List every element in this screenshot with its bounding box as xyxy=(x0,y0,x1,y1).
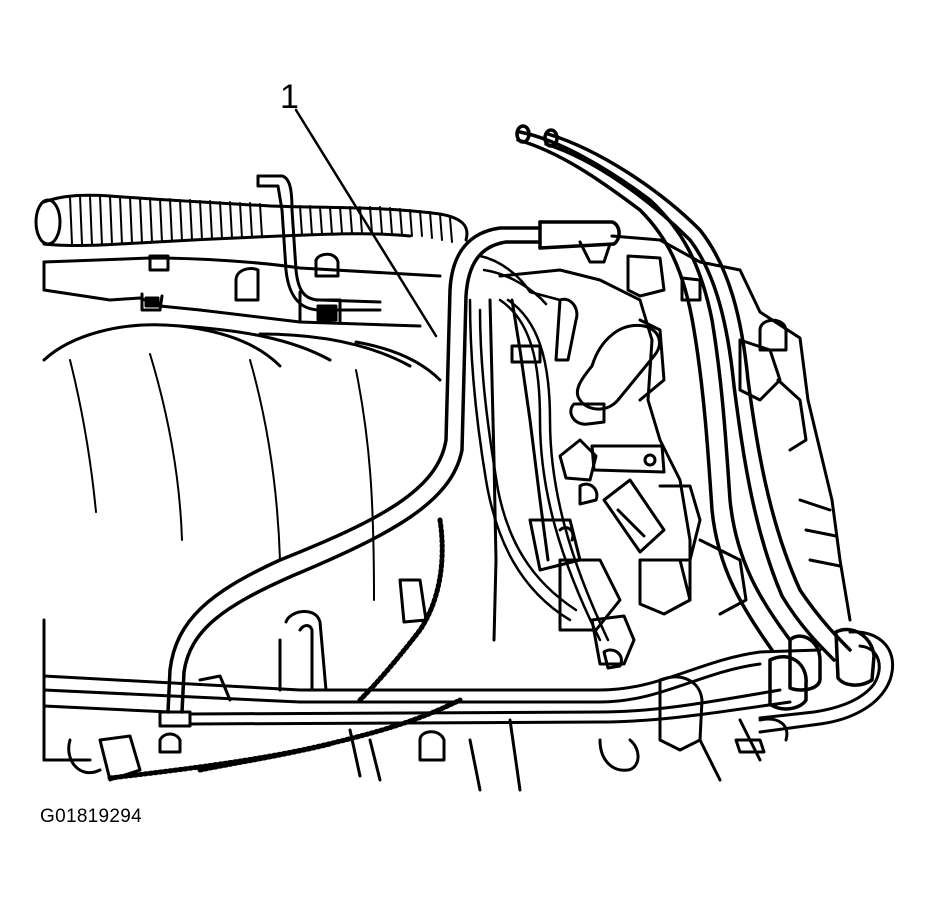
callout-leader xyxy=(294,108,438,338)
harness-bracket xyxy=(256,174,382,312)
braided-wire xyxy=(107,517,463,781)
thin-wires xyxy=(468,254,610,642)
throttle-body xyxy=(610,234,852,622)
lower-engine xyxy=(42,578,789,792)
fuel-rail xyxy=(42,630,895,734)
intake-manifold xyxy=(42,252,442,601)
fuel-lines xyxy=(515,124,876,711)
figure-code: G01819294 xyxy=(40,806,143,827)
vacuum-hose xyxy=(158,220,621,728)
corrugated-wiring-harness xyxy=(34,193,469,247)
callout-number: 1 xyxy=(280,78,299,116)
sensor-cluster xyxy=(488,268,748,670)
